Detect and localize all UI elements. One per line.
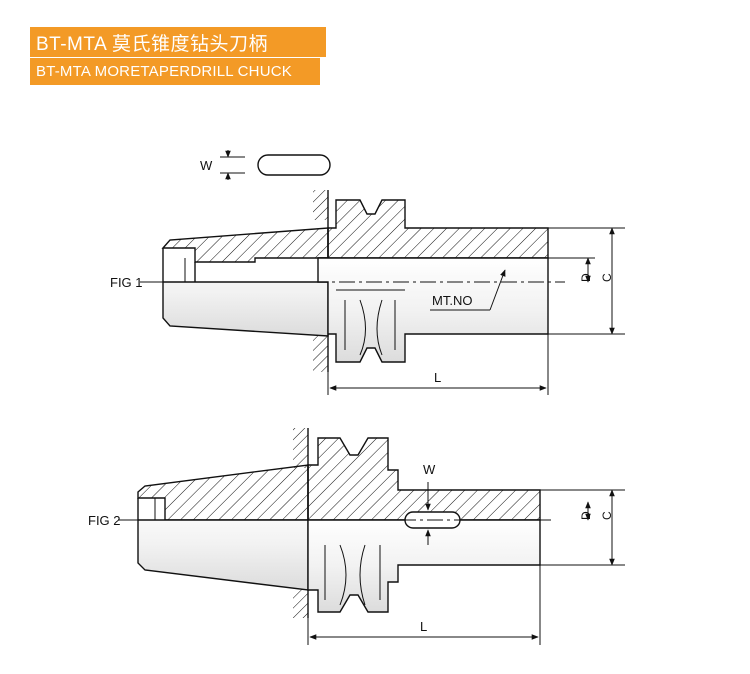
fig2-taper-upper (137, 464, 309, 521)
title-chinese: BT-MTA 莫氏锥度钻头刀柄 (36, 33, 268, 55)
fig2-w-label: W (423, 462, 436, 477)
fig2-label: FIG 2 (88, 513, 121, 528)
fig1-label: FIG 1 (110, 275, 143, 290)
title-banner-english: BT-MTA MORETAPERDRILL CHUCK (30, 58, 320, 85)
fig2-body-upper (307, 437, 541, 521)
figure-2 (118, 428, 625, 645)
fig1-taper-label: MT.NO (432, 293, 472, 308)
fig1-c-label: C (600, 273, 614, 282)
fig1-w-label: W (200, 158, 213, 173)
title-banner-chinese: BT-MTA 莫氏锥度钻头刀柄 (30, 27, 326, 57)
fig2-l-label: L (420, 619, 427, 634)
fig2-c-label: C (600, 511, 614, 520)
fig1-l-label: L (434, 370, 441, 385)
fig1-taper-upper (161, 227, 329, 263)
title-english: BT-MTA MORETAPERDRILL CHUCK (36, 63, 292, 80)
fig2-body-lower (307, 519, 541, 613)
fig1-dimensions (327, 227, 625, 395)
figure-1 (140, 150, 625, 395)
fig1-d-label: D (579, 273, 593, 282)
fig2-d-label: D (579, 511, 593, 520)
fig1-key-slot (220, 150, 331, 180)
fig1-body-upper (318, 199, 549, 259)
fig2-dimensions (307, 482, 625, 645)
